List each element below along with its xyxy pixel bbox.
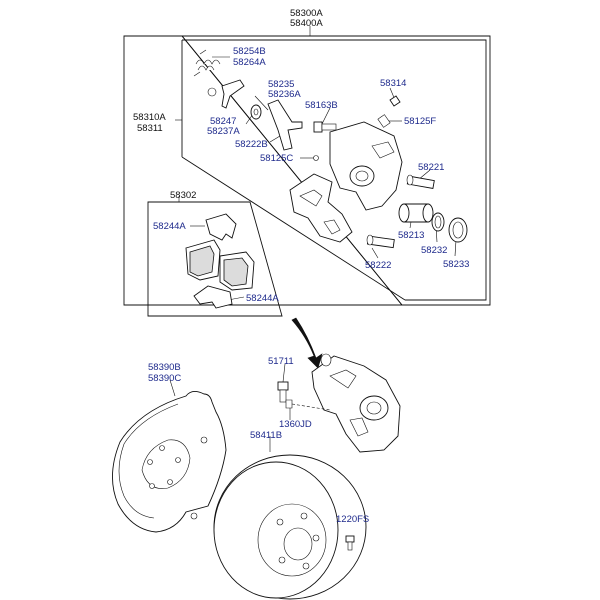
- pad-kit-frame: [147, 201, 283, 317]
- caliper-mount-bolt: [277, 381, 289, 403]
- label-58247: 58247: [210, 116, 236, 127]
- caliper-body-upper: [313, 121, 403, 211]
- label-58411B: 58411B: [250, 430, 282, 441]
- brake-pad-left: [185, 239, 221, 281]
- guide-bolt-part: [313, 121, 337, 133]
- ring-and-clip-part: [207, 79, 245, 109]
- lower-shim-part: [193, 285, 233, 309]
- label-58222: 58222: [365, 260, 391, 271]
- label-58254B: 58254B: [233, 46, 266, 57]
- guide-pin-upper-part: [406, 174, 435, 189]
- label-58125F: 58125F: [404, 116, 436, 127]
- label-1220FS: 1220FS: [336, 514, 369, 525]
- caliper-assembly-frame: [123, 35, 491, 306]
- label-58311: 58311: [137, 123, 163, 134]
- label-58125C: 58125C: [260, 153, 293, 164]
- label-58264A: 58264A: [233, 57, 266, 68]
- spring-part: [193, 49, 221, 77]
- label-58232: 58232: [421, 245, 447, 256]
- part-number-labels: 58300A 58400A 58310A 58311 58254B 58264A…: [133, 8, 469, 525]
- dust-boot-part: [448, 217, 468, 243]
- bracket-clip-part: [267, 99, 303, 151]
- assembled-caliper: [311, 353, 401, 453]
- label-58163B: 58163B: [305, 100, 338, 111]
- disc-screw-part: [345, 535, 355, 551]
- label-58244A-upper: 58244A: [153, 221, 186, 232]
- label-58244A-lower: 58244A: [246, 293, 279, 304]
- label-58221: 58221: [418, 162, 444, 173]
- label-58235: 58235: [268, 79, 294, 90]
- brake-pad-right: [219, 251, 255, 291]
- label-1360JD: 1360JD: [279, 419, 312, 430]
- label-58314: 58314: [380, 78, 406, 89]
- piston-seal-part: [431, 212, 445, 232]
- label-58236A: 58236A: [268, 89, 301, 100]
- label-58237A: 58237A: [207, 126, 240, 137]
- brake-disc-part: [213, 454, 367, 600]
- label-58390C: 58390C: [148, 373, 181, 384]
- clip-1360-part: [285, 399, 293, 409]
- piston-part: [398, 203, 434, 223]
- label-58302: 58302: [170, 190, 196, 201]
- label-58233: 58233: [443, 259, 469, 270]
- dust-shield-part: [112, 391, 227, 533]
- label-58390B: 58390B: [148, 362, 181, 373]
- upper-shim-part: [205, 213, 237, 241]
- bleeder-screw-part: [377, 95, 401, 128]
- label-58300A: 58300A: [290, 8, 323, 19]
- label-51711: 51711: [268, 356, 294, 367]
- assembly-arrow: [291, 317, 323, 369]
- carrier-bracket-upper: [289, 173, 353, 243]
- label-58213: 58213: [398, 230, 424, 241]
- inner-group-frame: [181, 39, 487, 301]
- label-58310A: 58310A: [133, 112, 166, 123]
- bushing-part: [250, 104, 262, 120]
- label-58400A: 58400A: [290, 18, 323, 29]
- label-58222B: 58222B: [235, 139, 268, 150]
- guide-pin-lower-part: [366, 234, 395, 249]
